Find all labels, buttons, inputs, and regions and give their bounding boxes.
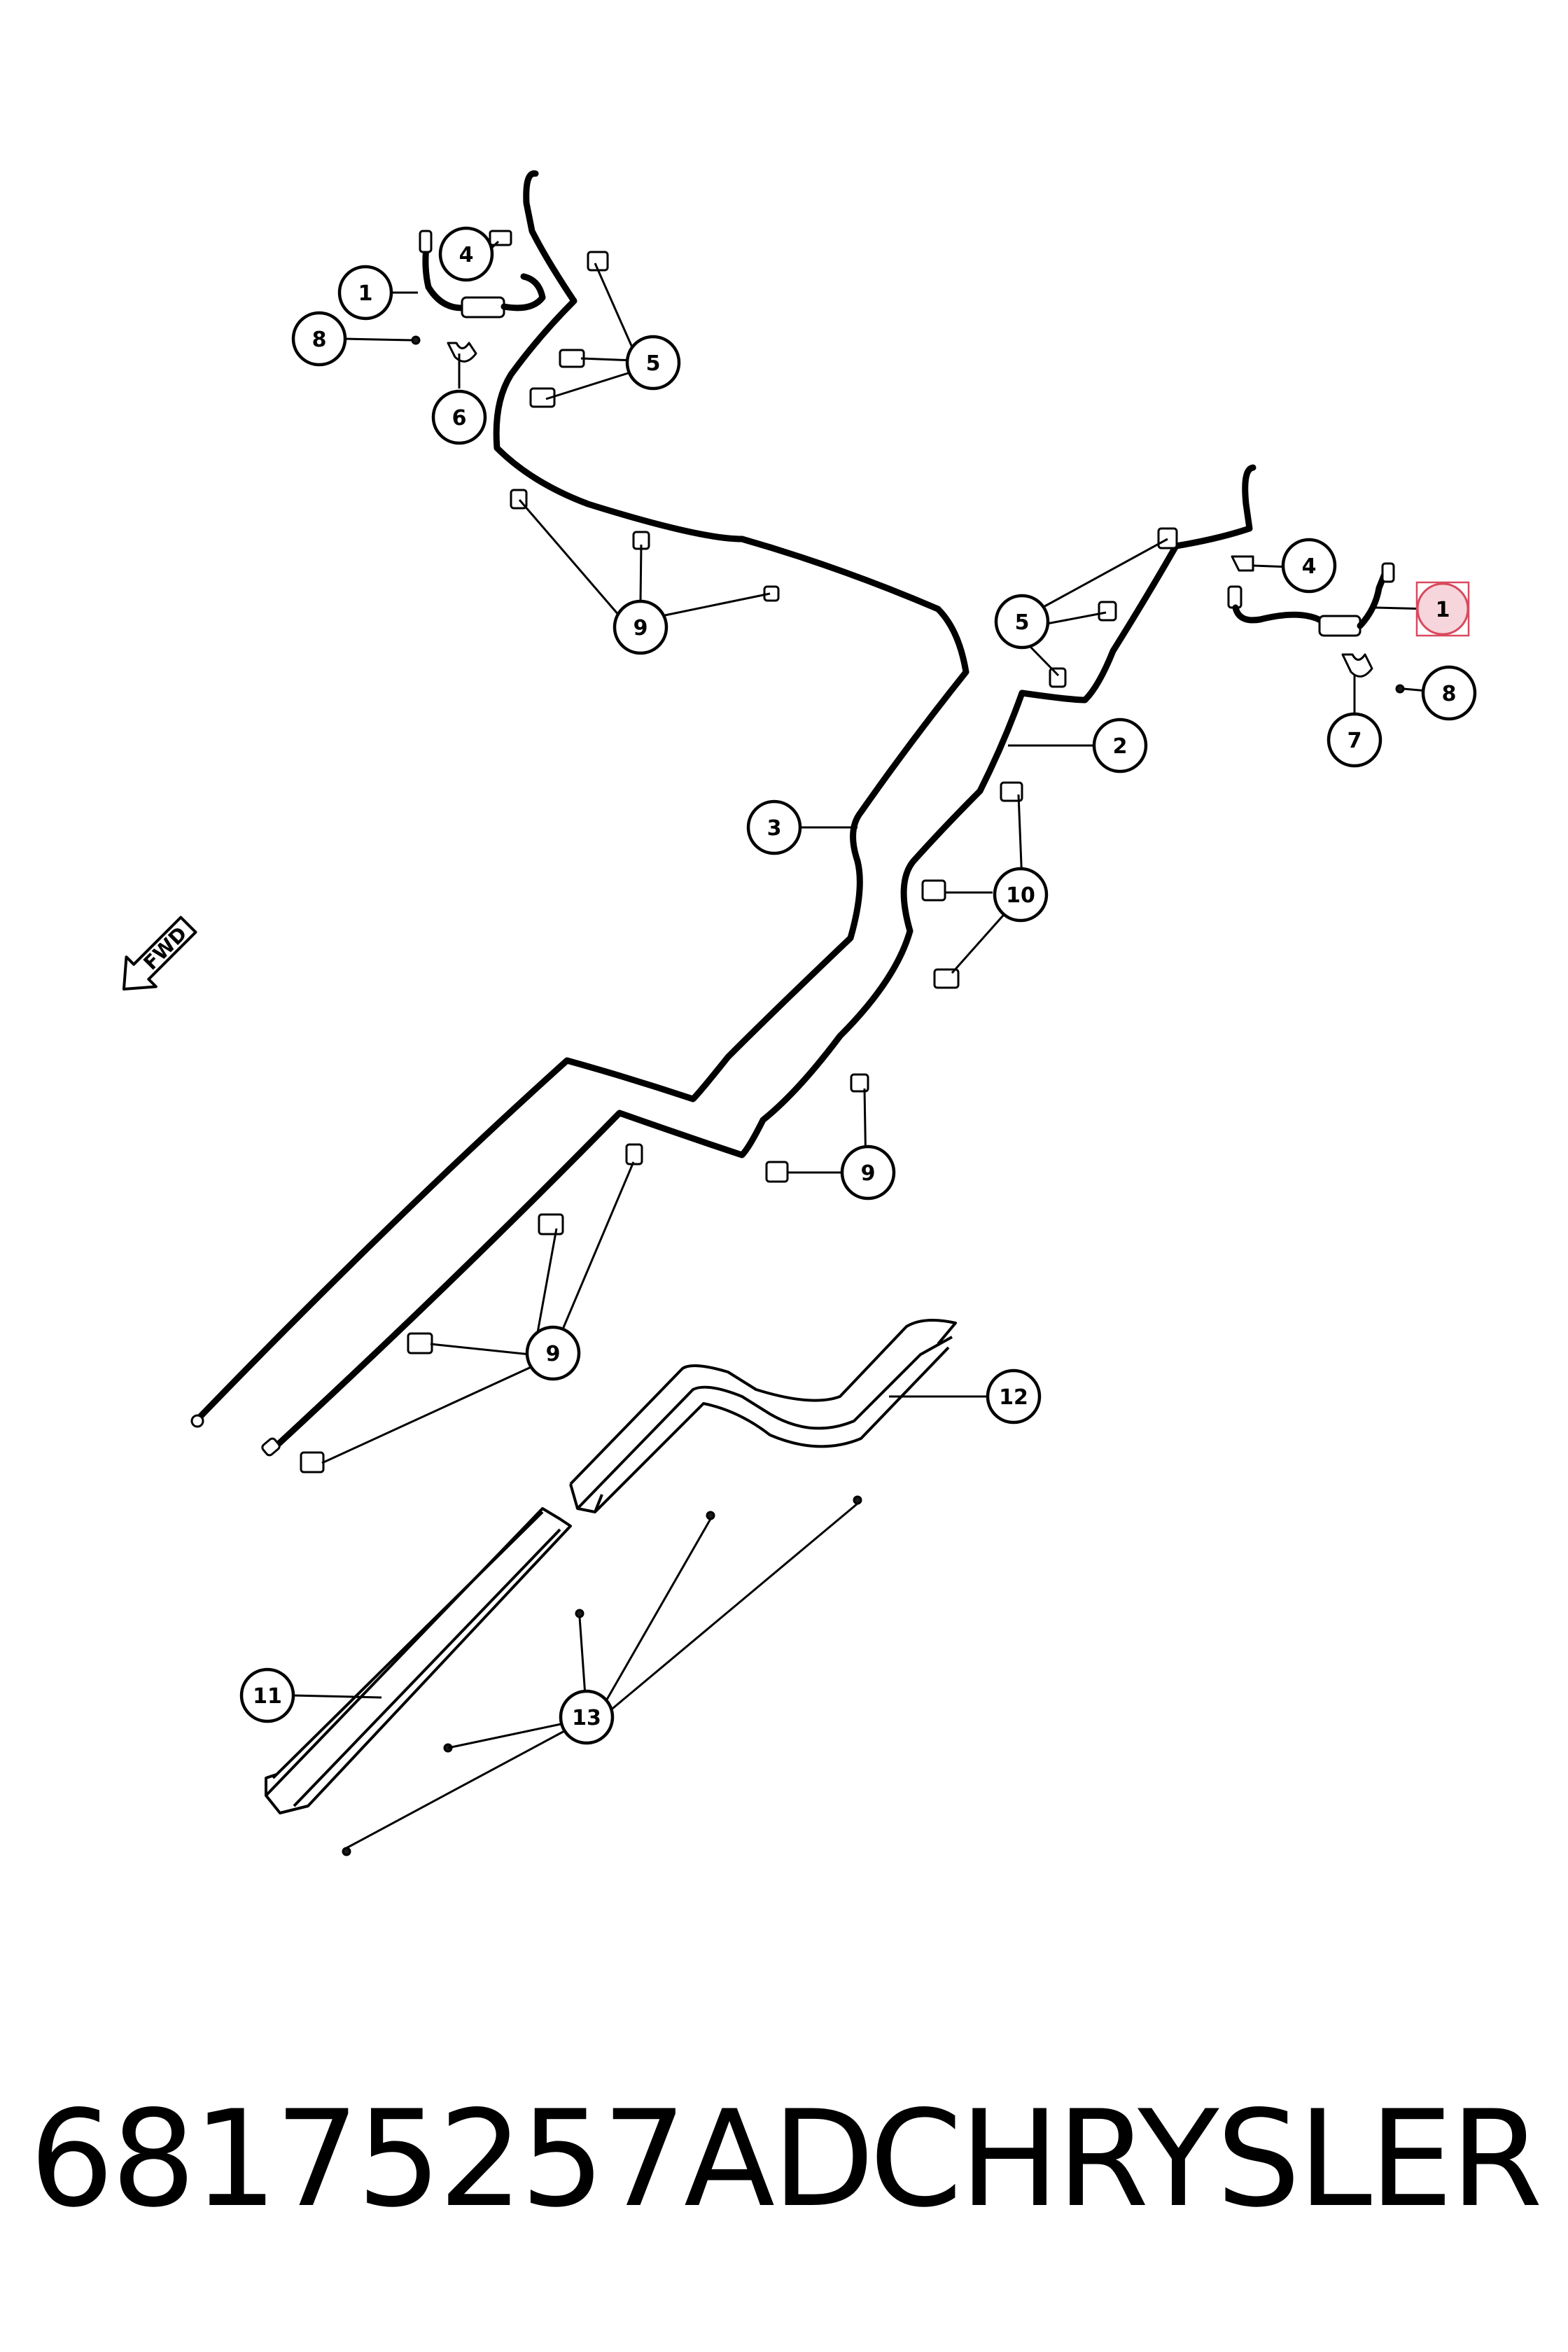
callout-4-right: 4 — [1281, 538, 1337, 594]
brake-line-3-fitting — [190, 1414, 204, 1428]
callout-7: 7 — [1326, 712, 1382, 768]
screw-13-a — [706, 1511, 715, 1520]
clip-5-e — [1098, 601, 1117, 622]
svg-text:12: 12 — [999, 1385, 1028, 1410]
bracket-4-right — [1231, 555, 1254, 572]
svg-text:8: 8 — [1442, 682, 1457, 706]
callout-2: 2 — [1092, 718, 1148, 774]
fwd-arrow: FWD — [122, 916, 197, 991]
svg-text:13: 13 — [572, 1706, 601, 1730]
callout-5-right: 5 — [994, 594, 1050, 650]
svg-text:3: 3 — [767, 816, 782, 841]
hose-1-right-end — [1357, 570, 1388, 629]
svg-text:6: 6 — [452, 406, 467, 430]
clip-9-i — [300, 1451, 325, 1474]
leader-lines — [292, 240, 1436, 1849]
hose-1-right-fitting-a — [1227, 585, 1242, 609]
hose-1-left — [422, 238, 493, 312]
svg-text:9: 9 — [546, 1342, 561, 1366]
hose-1-right-fitting-b — [1381, 562, 1395, 583]
screw-13-b — [853, 1495, 862, 1505]
callout-8-left: 8 — [291, 311, 347, 367]
clip-9-h — [407, 1332, 433, 1354]
callout-9-upper: 9 — [612, 599, 668, 655]
svg-text:4: 4 — [459, 243, 474, 267]
callout-9-lower: 9 — [525, 1325, 581, 1381]
clip-7-right — [1341, 653, 1373, 678]
clips — [300, 251, 1178, 1474]
clip-5-b — [559, 349, 585, 368]
svg-text:2: 2 — [1113, 734, 1128, 759]
callout-5-left: 5 — [625, 335, 681, 391]
clip-10-c — [933, 968, 960, 989]
clip-5-f — [1049, 667, 1067, 688]
clip-10-a — [1000, 781, 1023, 802]
fwd-label: FWD — [139, 922, 191, 974]
shield-12 — [569, 1319, 957, 1513]
clip-6-left — [447, 342, 477, 363]
footer: 68175257AD CHRYSLER — [0, 2068, 1568, 2250]
bolt-8-right — [1395, 684, 1405, 694]
clip-10-b — [921, 879, 946, 902]
svg-text:10: 10 — [1006, 883, 1035, 908]
hose-1-right — [1232, 604, 1326, 625]
clip-9-f — [625, 1143, 643, 1166]
screw-13-c — [575, 1609, 584, 1618]
callout-11: 11 — [239, 1667, 295, 1723]
shield-11 — [265, 1507, 572, 1814]
callout-12: 12 — [986, 1368, 1042, 1424]
callout-1-right: 1 — [1415, 581, 1470, 637]
callout-13: 13 — [559, 1689, 615, 1745]
part-number: 68175257AD — [29, 2082, 874, 2236]
hose-1-left-body — [461, 296, 505, 318]
clip-9-c — [763, 585, 780, 602]
hose-1-left-end — [500, 273, 546, 312]
svg-text:9: 9 — [634, 616, 648, 640]
clip-5-c — [529, 387, 556, 408]
svg-text:1: 1 — [358, 281, 373, 306]
bracket-4-left — [489, 230, 512, 246]
callout-10: 10 — [993, 867, 1049, 923]
bolt-8-left — [411, 335, 421, 345]
clip-9-g — [538, 1213, 564, 1236]
brake-line-2 — [270, 464, 1256, 1452]
screws-13 — [342, 1495, 862, 1856]
hose-1-right-body — [1318, 615, 1362, 637]
clip-9-e — [765, 1161, 789, 1183]
callouts: 1 4 8 6 5 9 4 1 5 8 7 2 3 10 9 9 12 11 1… — [239, 226, 1477, 1745]
svg-text:1: 1 — [1436, 598, 1450, 622]
brand-name: CHRYSLER — [869, 2082, 1543, 2236]
hose-1-left-fitting — [419, 230, 433, 253]
svg-text:4: 4 — [1302, 554, 1317, 579]
brake-line-2-fitting — [261, 1437, 281, 1457]
callout-9-middle: 9 — [840, 1144, 896, 1200]
callout-4-left: 4 — [438, 226, 494, 282]
brake-line-3 — [192, 170, 969, 1424]
svg-text:8: 8 — [312, 328, 327, 352]
screw-13-e — [342, 1847, 351, 1856]
svg-text:11: 11 — [253, 1684, 282, 1709]
clip-9-d — [850, 1073, 869, 1093]
clip-5-d — [1157, 527, 1178, 550]
svg-text:7: 7 — [1348, 729, 1362, 753]
callout-3: 3 — [746, 799, 802, 855]
callout-6: 6 — [431, 389, 487, 445]
callout-1-left: 1 — [337, 265, 393, 321]
svg-text:5: 5 — [1015, 610, 1030, 635]
callout-8-right: 8 — [1421, 665, 1477, 721]
svg-text:9: 9 — [861, 1161, 876, 1186]
svg-text:5: 5 — [646, 351, 661, 376]
